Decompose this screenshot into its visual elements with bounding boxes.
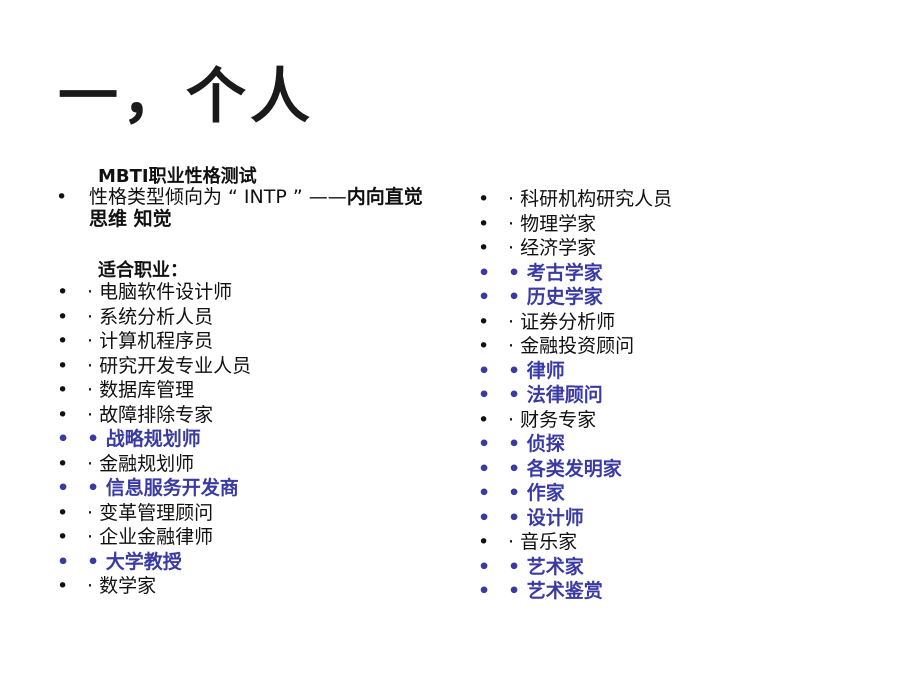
list-item: • · 金融投资顾问 xyxy=(478,334,672,359)
bullet-icon: • xyxy=(478,384,491,406)
bullet-icon: • xyxy=(478,433,491,455)
career-text: • 艺术鉴赏 xyxy=(508,580,603,602)
list-item: • • 各类发明家 xyxy=(478,457,672,482)
list-item: • • 信息服务开发商 xyxy=(57,476,251,501)
career-text: • 信息服务开发商 xyxy=(87,477,239,499)
bullet-icon: • xyxy=(478,310,490,333)
bullet-icon: • xyxy=(478,555,491,578)
bullet-icon: • xyxy=(478,212,490,235)
bullet-icon: • xyxy=(478,359,491,382)
career-text: • 艺术家 xyxy=(508,555,584,578)
career-text: · 企业金融律师 xyxy=(87,526,214,548)
career-text: · 系统分析人员 xyxy=(87,305,214,328)
left-career-list: •· 电脑软件设计师•· 系统分析人员•· 计算机程序员•· 研究开发专业人员•… xyxy=(57,280,251,599)
bullet-icon: • xyxy=(478,580,491,602)
section-heading: MBTI职业性格测试 xyxy=(98,166,257,187)
bullet-icon: • xyxy=(478,237,490,259)
career-text: · 计算机程序员 xyxy=(87,330,214,352)
career-text: · 数据库管理 xyxy=(87,379,195,401)
list-item: • • 侦探 xyxy=(478,432,672,457)
career-text: · 音乐家 xyxy=(508,531,578,553)
list-item: • · 计算机程序员 xyxy=(57,329,251,354)
bullet-icon: • xyxy=(57,281,69,303)
list-item: • • 大学教授 xyxy=(57,550,251,575)
bullet-icon: • xyxy=(478,286,491,308)
list-item: • · 研究开发专业人员 xyxy=(57,354,251,379)
list-item: • · 系统分析人员 xyxy=(57,305,251,330)
career-text: • 法律顾问 xyxy=(508,384,603,406)
career-text: • 作家 xyxy=(508,482,565,504)
career-text: · 财务专家 xyxy=(508,408,597,431)
bullet-icon: • xyxy=(57,477,70,499)
career-text: · 科研机构研究人员 xyxy=(508,188,673,210)
career-text: · 数学家 xyxy=(87,575,157,597)
list-item: • · 经济学家 xyxy=(478,236,672,261)
intro-bold-text: 内向直觉 思维 知觉 xyxy=(89,186,423,230)
list-item: • · 物理学家 xyxy=(478,212,672,237)
career-text: • 设计师 xyxy=(508,506,584,529)
list-item: • · 电脑软件设计师 xyxy=(57,280,251,305)
suitable-label: 适合职业： xyxy=(98,260,188,281)
career-text: • 律师 xyxy=(508,359,565,382)
bullet-icon: • xyxy=(57,452,69,475)
list-item: • • 艺术家 xyxy=(478,555,672,580)
list-item: • • 作家 xyxy=(478,481,672,506)
bullet-icon: • xyxy=(57,428,70,450)
career-text: · 经济学家 xyxy=(508,237,597,259)
bullet-icon: • xyxy=(57,526,69,548)
bullet-icon: • xyxy=(57,379,69,401)
career-text: • 历史学家 xyxy=(508,286,603,308)
page-title: 一，个人 xyxy=(58,62,314,132)
bullet-icon: • xyxy=(478,335,490,357)
list-item: • · 金融规划师 xyxy=(57,452,251,477)
bullet-icon: • xyxy=(478,482,491,504)
list-item: • · 音乐家 xyxy=(478,530,672,555)
career-text: • 考古学家 xyxy=(508,261,603,284)
list-item: • • 考古学家 xyxy=(478,261,672,286)
career-text: • 战略规划师 xyxy=(87,428,201,450)
list-item: • • 法律顾问 xyxy=(478,383,672,408)
bullet-icon: • xyxy=(478,506,491,529)
bullet-icon: • xyxy=(57,501,69,524)
career-text: · 物理学家 xyxy=(508,212,597,235)
list-item: • • 战略规划师 xyxy=(57,427,251,452)
right-career-list: •· 科研机构研究人员•· 物理学家•· 经济学家•• 考古学家•• 历史学家•… xyxy=(478,187,672,604)
list-item: • · 变革管理顾问 xyxy=(57,501,251,526)
bullet-icon: • xyxy=(478,408,490,431)
list-item: • · 财务专家 xyxy=(478,408,672,433)
list-item: • · 数学家 xyxy=(57,574,251,599)
bullet-icon: • xyxy=(57,305,69,328)
list-item: • • 设计师 xyxy=(478,506,672,531)
career-text: · 变革管理顾问 xyxy=(87,501,214,524)
list-item: • · 科研机构研究人员 xyxy=(478,187,672,212)
career-text: · 金融投资顾问 xyxy=(508,335,635,357)
career-text: • 侦探 xyxy=(508,433,565,455)
list-item: • • 历史学家 xyxy=(478,285,672,310)
bullet-icon: • xyxy=(57,330,69,352)
intro-bullet: • 性格类型倾向为 “ INTP ” ——内向直觉 思维 知觉 xyxy=(56,186,436,230)
bullet-icon: • xyxy=(478,261,491,284)
career-text: · 故障排除专家 xyxy=(87,403,214,426)
list-item: • • 律师 xyxy=(478,359,672,384)
bullet-icon: • xyxy=(478,531,490,553)
list-item: • · 故障排除专家 xyxy=(57,403,251,428)
bullet-icon: • xyxy=(57,403,69,426)
bullet-icon: • xyxy=(57,354,69,377)
list-item: • • 艺术鉴赏 xyxy=(478,579,672,604)
list-item: • · 企业金融律师 xyxy=(57,525,251,550)
bullet-icon: • xyxy=(57,550,70,573)
career-text: • 各类发明家 xyxy=(508,457,622,480)
list-item: • · 数据库管理 xyxy=(57,378,251,403)
career-text: • 大学教授 xyxy=(87,550,182,573)
career-text: · 证券分析师 xyxy=(508,310,616,333)
career-text: · 金融规划师 xyxy=(87,452,195,475)
bullet-icon: • xyxy=(57,575,69,597)
career-text: · 研究开发专业人员 xyxy=(87,354,252,377)
bullet-icon: • xyxy=(478,457,491,480)
career-text: · 电脑软件设计师 xyxy=(87,281,233,303)
bullet-icon: • xyxy=(478,188,490,210)
list-item: • · 证券分析师 xyxy=(478,310,672,335)
intro-text: 性格类型倾向为 “ INTP ” —— xyxy=(89,186,347,208)
bullet-icon: • xyxy=(56,186,68,208)
